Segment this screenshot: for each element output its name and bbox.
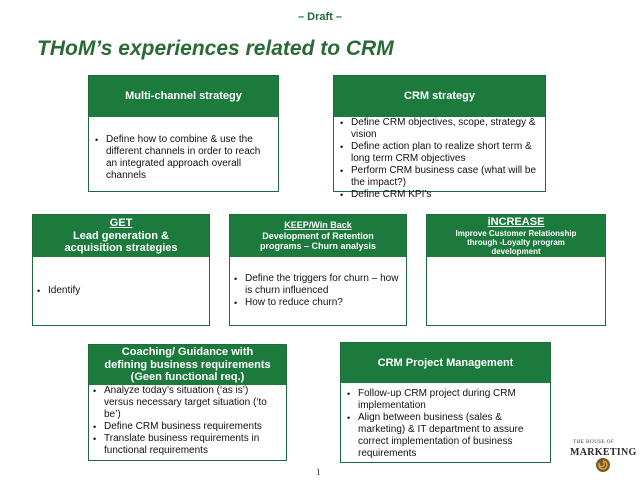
- card-header: KEEP/Win Back Development of Retention p…: [230, 215, 406, 257]
- list-item: Perform CRM business case (what will be …: [338, 165, 539, 189]
- list-item: Define how to combine & use the differen…: [93, 134, 272, 182]
- snail-shell-icon: [596, 458, 610, 472]
- keep-card: KEEP/Win Back Development of Retention p…: [229, 214, 407, 326]
- list-item: Follow-up CRM project during CRM impleme…: [345, 388, 544, 412]
- card-header: Coaching/ Guidance with defining busines…: [89, 345, 286, 385]
- list-item: Align between business (sales & marketin…: [345, 412, 544, 460]
- card-header: iNCREASE Improve Customer Relationship t…: [427, 215, 605, 257]
- card-title-line: programs – Churn analysis: [259, 241, 377, 252]
- list-item: Identify: [35, 285, 203, 297]
- list-item: Define CRM objectives, scope, strategy &…: [338, 117, 539, 141]
- crm-strategy-card: CRM strategy Define CRM objectives, scop…: [333, 75, 546, 201]
- card-title-line: development: [491, 246, 541, 256]
- card-header: Multi-channel strategy: [89, 76, 278, 117]
- list-item: Translate business requirements in funct…: [91, 433, 280, 457]
- card-title-line: Lead generation &: [73, 229, 169, 242]
- card-title-line: (Geen functional req.): [130, 371, 245, 384]
- logo-text-line: THE HOUSE OF: [573, 440, 615, 445]
- list-item: How to reduce churn?: [232, 297, 400, 309]
- card-title: CRM Project Management: [377, 356, 514, 369]
- list-item: Analyze today’s situation (‘as is’) vers…: [91, 385, 280, 421]
- card-header: CRM Project Management: [341, 343, 550, 383]
- card-title-line: acquisition strategies: [64, 242, 178, 255]
- increase-card: iNCREASE Improve Customer Relationship t…: [426, 214, 606, 326]
- page-title: THoM’s experiences related to CRM: [37, 37, 394, 60]
- card-title-keyword: KEEP/Win Back: [284, 220, 352, 231]
- card-title: Multi-channel strategy: [125, 90, 242, 103]
- card-header: CRM strategy: [334, 76, 545, 117]
- crm-project-management-card: CRM Project Management Follow-up CRM pro…: [340, 342, 551, 463]
- card-header: GET Lead generation & acquisition strate…: [33, 215, 209, 257]
- card-title-keyword: iNCREASE: [487, 215, 545, 228]
- card-title-line: defining business requirements: [104, 358, 271, 371]
- coaching-card: Coaching/ Guidance with defining busines…: [88, 344, 287, 461]
- card-title-line: Coaching/ Guidance with: [121, 346, 254, 359]
- house-of-marketing-logo: THE HOUSE OF MARKETING: [566, 436, 636, 476]
- card-title-keyword: GET: [109, 217, 133, 230]
- card-title-line: through -Loyalty program: [467, 237, 565, 247]
- list-item: Define action plan to realize short term…: [338, 141, 539, 165]
- list-item: Define CRM KPI’s: [338, 189, 539, 201]
- list-item: Define the triggers for churn – how is c…: [232, 273, 400, 297]
- card-title-line: Improve Customer Relationship: [455, 228, 577, 238]
- logo-text-line: MARKETING: [570, 447, 637, 458]
- list-item: Define CRM business requirements: [91, 421, 280, 433]
- get-card: GET Lead generation & acquisition strate…: [32, 214, 210, 326]
- draft-label: – Draft –: [297, 11, 343, 23]
- multichannel-strategy-card: Multi-channel strategy Define how to com…: [88, 75, 279, 192]
- page-number: 1: [316, 467, 321, 477]
- card-title: CRM strategy: [404, 90, 475, 103]
- card-title-line: Development of Retention: [262, 230, 374, 241]
